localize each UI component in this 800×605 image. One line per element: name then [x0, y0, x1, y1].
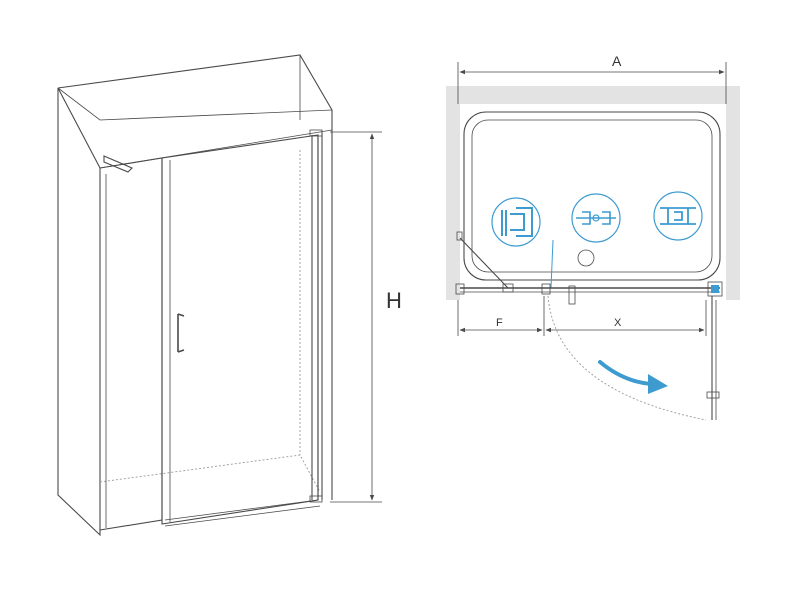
ceiling-edge: [57, 87, 333, 121]
floor-edge: [99, 454, 321, 493]
hinge-leader: [550, 239, 554, 289]
left-wall: [57, 87, 101, 537]
stabilizer-bar: [459, 237, 509, 289]
wall-profile-detail-icon: [491, 197, 541, 247]
wall-bracket: [103, 155, 133, 173]
door-bottom-edge: [164, 505, 321, 527]
door-width-label: X: [614, 317, 622, 329]
shower-tray-inner: [471, 119, 713, 273]
stabilizer-mount: [456, 231, 463, 241]
height-label: H: [386, 288, 402, 313]
door-handle-plan: [568, 285, 576, 305]
shower-tray-outer: [463, 111, 721, 281]
magnetic-seal: [711, 285, 719, 293]
fixed-width-label: F: [496, 317, 503, 329]
hinge-block: [541, 283, 551, 295]
left-wall-profile: [455, 283, 465, 295]
door-bottom-seal: [164, 499, 319, 521]
wall-profile: [311, 132, 323, 500]
profile-cap-top: [309, 129, 323, 137]
door-panel: [161, 134, 319, 525]
perspective-view: H: [57, 54, 402, 537]
profile-cap-bottom: [309, 495, 323, 503]
plan-view: A: [446, 53, 740, 421]
right-wall-profile: [707, 281, 723, 297]
door-open-handle: [706, 391, 720, 399]
stabilizer-clamp: [502, 283, 514, 293]
door-swing-arrow-icon: [598, 360, 668, 394]
drain-icon: [577, 249, 595, 267]
hinge-detail-icon: [571, 193, 621, 243]
wall-band: [446, 86, 740, 300]
door-profile-detail-icon: [653, 191, 703, 241]
back-wall: [57, 54, 333, 500]
door-handle: [177, 313, 185, 353]
door-swing-arc: [547, 295, 707, 421]
fixed-panel: [99, 157, 163, 531]
width-label: A: [612, 53, 622, 69]
